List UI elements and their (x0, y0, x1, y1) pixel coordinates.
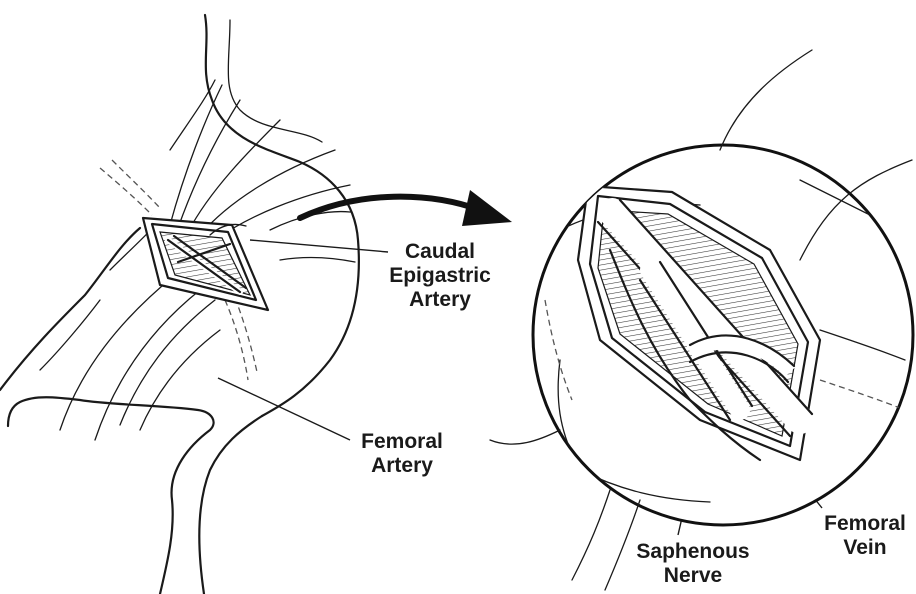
saphenous-nerve-line-1: Saphenous (630, 540, 756, 564)
femoral-vein-line-2: Vein (816, 536, 914, 560)
label-saphenous-nerve: Saphenous Nerve (630, 540, 756, 588)
saphenous-nerve-line-2: Nerve (630, 564, 756, 588)
caudal-epigastric-line-1: Caudal (386, 240, 494, 264)
femoral-artery-line-1: Femoral (350, 430, 454, 454)
caudal-epigastric-line-3: Artery (386, 288, 494, 312)
caudal-epigastric-line-2: Epigastric (386, 264, 494, 288)
label-femoral-artery: Femoral Artery (350, 430, 454, 478)
small-incision (143, 218, 268, 310)
hindlimb-outline (0, 15, 359, 594)
magnified-view (490, 50, 913, 590)
femoral-vein-line-1: Femoral (816, 512, 914, 536)
label-caudal-epigastric-artery: Caudal Epigastric Artery (386, 240, 494, 312)
femoral-artery-line-2: Artery (350, 454, 454, 478)
label-femoral-vein: Femoral Vein (816, 512, 914, 560)
retractor-strings-left (170, 85, 350, 240)
magnify-arrow (300, 190, 512, 226)
